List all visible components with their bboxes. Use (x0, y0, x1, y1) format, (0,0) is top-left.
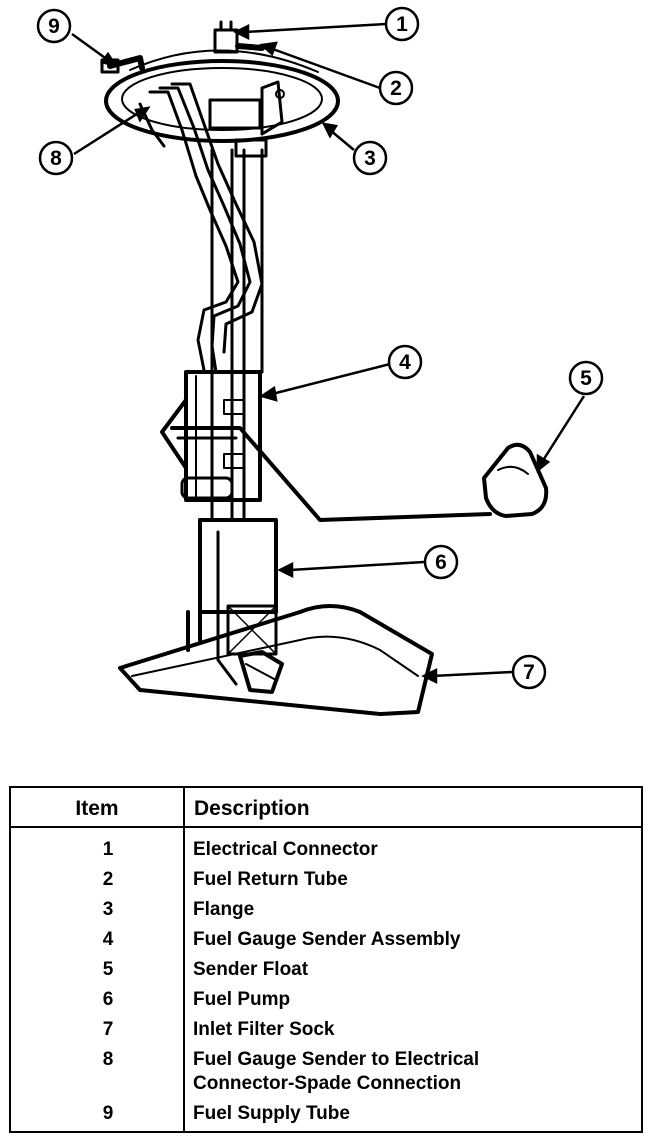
item-number: 1 (102, 839, 114, 860)
callout-7-label: 7 (523, 661, 535, 684)
item-number: 3 (102, 899, 114, 920)
item-column-header: Item (75, 797, 119, 820)
callout-6: 6 (423, 544, 459, 580)
table-row: 8 Fuel Gauge Sender to Electrical Connec… (11, 1048, 641, 1096)
item-number: 2 (102, 869, 114, 890)
item-description: Fuel Pump (193, 989, 291, 1010)
item-number: 5 (102, 959, 114, 980)
callout-leader-6 (277, 560, 425, 579)
callout-2: 2 (378, 70, 414, 106)
sender-assembly-drawing (160, 370, 492, 522)
callout-9-label: 9 (48, 15, 60, 38)
electrical-connector-drawing (213, 20, 239, 54)
callout-leader-7 (421, 667, 513, 685)
table-row: 2 Fuel Return Tube (11, 868, 641, 892)
item-number: 7 (102, 1019, 114, 1040)
callout-9: 9 (36, 8, 72, 44)
callout-4: 4 (387, 344, 423, 380)
callout-leader-5 (536, 395, 586, 473)
callout-6-label: 6 (435, 551, 447, 574)
callout-5: 5 (568, 360, 604, 396)
item-number: 4 (102, 929, 114, 950)
callout-leader-8 (73, 106, 151, 156)
inlet-filter-sock-drawing (118, 604, 434, 716)
parts-legend-table: Item Description 1 Electrical Connector … (9, 786, 643, 1133)
fuel-pump-assembly-diagram: 1 2 3 4 5 6 7 8 (36, 6, 604, 716)
table-row: 7 Inlet Filter Sock (11, 1018, 641, 1042)
callout-3: 3 (352, 140, 388, 176)
item-description: Electrical Connector (193, 839, 378, 860)
item-number: 6 (102, 989, 114, 1010)
callout-3-label: 3 (364, 147, 376, 170)
callout-leader-3 (321, 122, 355, 151)
table-header: Item Description (11, 788, 641, 828)
item-description: Inlet Filter Sock (193, 1019, 335, 1040)
callout-8: 8 (38, 140, 74, 176)
callout-leader-2 (259, 41, 381, 90)
fuel-pump-drawing (186, 518, 278, 686)
table-row: 4 Fuel Gauge Sender Assembly (11, 928, 641, 952)
table-row: 5 Sender Float (11, 958, 641, 982)
table-row: 1 Electrical Connector (11, 838, 641, 862)
callout-leader-9 (71, 32, 119, 69)
table-row: 6 Fuel Pump (11, 988, 641, 1012)
table-row: 3 Flange (11, 898, 641, 922)
item-description: Flange (193, 899, 255, 920)
item-description: Fuel Gauge Sender to Electrical Connecto… (193, 1049, 480, 1094)
callout-leader-4 (259, 362, 391, 402)
callout-1-label: 1 (396, 13, 408, 36)
item-number: 8 (102, 1049, 114, 1070)
callout-2-label: 2 (390, 77, 402, 100)
callout-8-label: 8 (50, 147, 62, 170)
fuel-return-tube-drawing (235, 43, 265, 51)
callout-7: 7 (511, 654, 547, 690)
description-column-header: Description (194, 797, 310, 820)
sender-float-drawing (482, 442, 549, 518)
column-divider (183, 788, 185, 1131)
callout-5-label: 5 (580, 367, 592, 390)
callout-4-label: 4 (399, 351, 411, 374)
table-body: 1 Electrical Connector 2 Fuel Return Tub… (11, 838, 641, 1126)
item-number: 9 (102, 1103, 114, 1124)
item-description: Sender Float (193, 959, 309, 980)
item-description: Fuel Gauge Sender Assembly (193, 929, 461, 950)
table-row: 9 Fuel Supply Tube (11, 1102, 641, 1126)
callout-1: 1 (384, 6, 420, 42)
item-description: Fuel Supply Tube (193, 1103, 350, 1124)
callout-leader-1 (233, 22, 387, 41)
item-description: Fuel Return Tube (193, 869, 348, 890)
